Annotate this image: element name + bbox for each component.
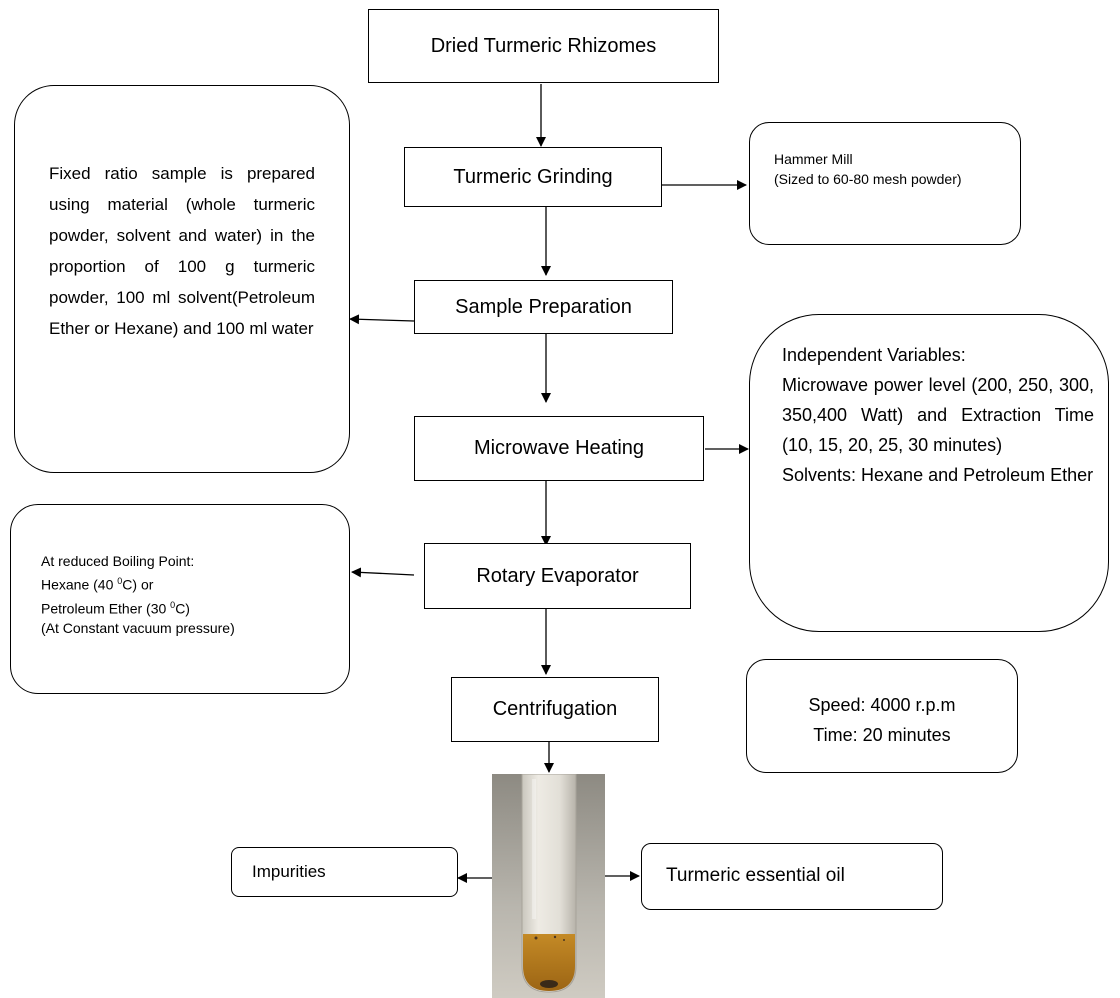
output-impurities: Impurities — [231, 847, 458, 897]
test-tube-photo — [492, 774, 605, 998]
boiling-line-4: (At Constant vacuum pressure) — [41, 620, 235, 637]
boiling-line-2: Hexane (40 0C) or — [41, 576, 154, 593]
step-dried-rhizomes: Dried Turmeric Rhizomes — [368, 9, 719, 83]
independent-variables-heading: Independent Variables: — [782, 345, 966, 365]
tube-particle — [553, 935, 557, 939]
hammer-mill-size: (Sized to 60-80 mesh powder) — [774, 171, 962, 187]
step-centrifugation: Centrifugation — [451, 677, 659, 742]
step-sample-preparation: Sample Preparation — [414, 280, 673, 334]
tube-highlight — [532, 779, 536, 919]
step-turmeric-grinding: Turmeric Grinding — [404, 147, 662, 207]
note-sample-ratio: Fixed ratio sample is prepared using mat… — [14, 85, 350, 473]
tube-sediment — [540, 980, 558, 988]
boiling-line-3: Petroleum Ether (30 0C) — [41, 599, 190, 617]
centrifuge-speed: Speed: 4000 r.p.m — [808, 695, 956, 715]
output-essential-oil: Turmeric essential oil — [641, 843, 943, 910]
arrow-sample-to-note — [349, 314, 415, 325]
step-rotary-evaporator: Rotary Evaporator — [424, 543, 691, 609]
tube-oil-layer — [523, 934, 575, 991]
note-independent-variables: Independent Variables: Microwave power l… — [749, 314, 1109, 632]
note-boiling-point: At reduced Boiling Point: Hexane (40 0C)… — [10, 504, 350, 694]
tube-particle — [534, 936, 538, 940]
note-sample-ratio-text: Fixed ratio sample is prepared using mat… — [49, 164, 315, 338]
independent-variables-solvents: Solvents: Hexane and Petroleum Ether — [782, 465, 1094, 485]
note-hammer-mill: Hammer Mill (Sized to 60-80 mesh powder) — [749, 122, 1021, 245]
step-microwave-heating: Microwave Heating — [414, 416, 704, 481]
centrifuge-time: Time: 20 minutes — [813, 725, 951, 745]
tube-particle — [563, 939, 565, 941]
independent-variables-body: Microwave power level (200, 250, 300, 35… — [782, 375, 1094, 455]
arrow-rotary-to-boiling — [351, 567, 415, 578]
hammer-mill-title: Hammer Mill — [774, 151, 853, 167]
boiling-line-1: At reduced Boiling Point: — [41, 553, 195, 569]
note-centrifuge-settings: Speed: 4000 r.p.m Time: 20 minutes — [746, 659, 1018, 773]
